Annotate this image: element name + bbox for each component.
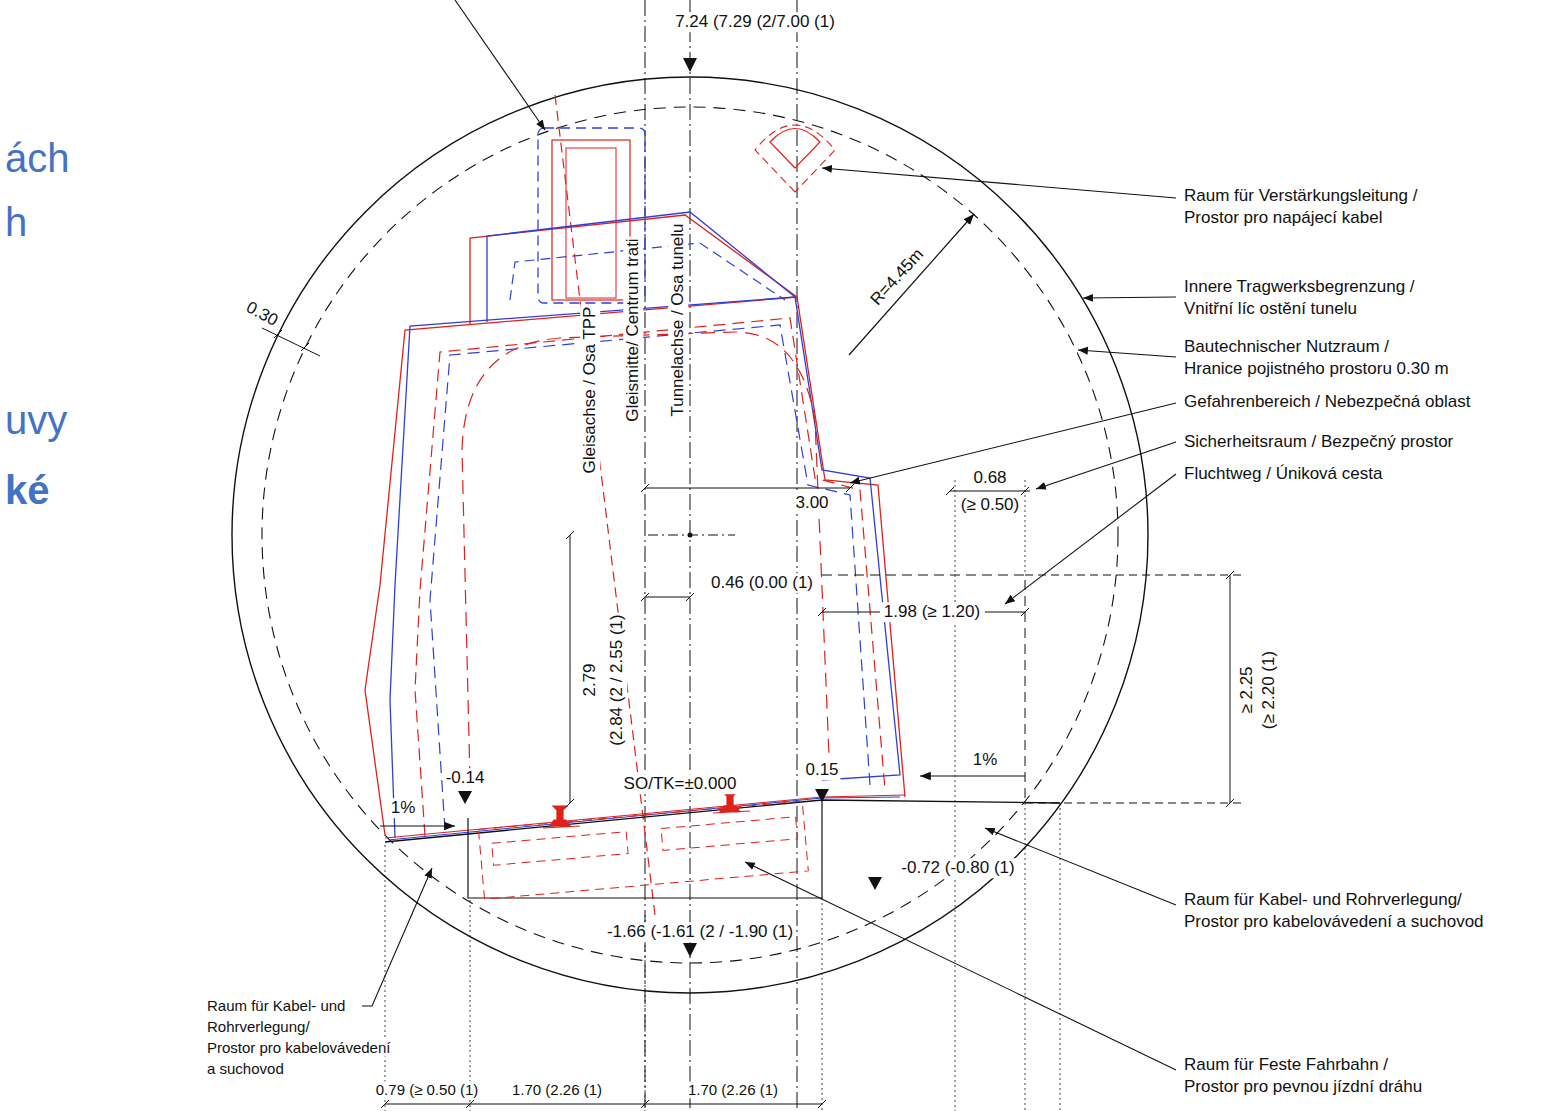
axis-label: Tunnelachse / Osa tunelu: [668, 221, 688, 418]
kinematic-gauge-blue: [390, 297, 900, 838]
dimension-line: [1226, 571, 1234, 807]
heading-fragment: uvy: [3, 397, 69, 443]
pantograph-inner-blue: [510, 243, 785, 300]
dimension-label: ≥ 2.25: [1237, 664, 1257, 715]
dimension-label: R=4.45m: [865, 243, 929, 311]
dimension-label: 0.79 (≥ 0.50 (1): [374, 1081, 480, 1098]
callout-label: Sicherheitsraum / Bezpečný prostor: [1182, 432, 1455, 452]
callout-label: Prostor pro kabelovávedení a suchovod: [1182, 912, 1486, 932]
dimension-label: 1%: [389, 798, 418, 818]
level-marker: [683, 58, 697, 72]
heading-fragment: ké: [3, 467, 52, 513]
dimension-line: [262, 328, 320, 356]
leader-lines: [362, 0, 1176, 1070]
dimension-label: 0.46 (0.00 (1): [709, 573, 815, 593]
dimension-line: [946, 487, 1030, 495]
dimension-label: 3.00: [793, 493, 830, 513]
dimension-label: 1%: [971, 750, 1000, 770]
dimension-label: -0.14: [444, 768, 487, 788]
dimension-label: 0.30: [241, 297, 283, 332]
feeder-cable-space: [770, 129, 820, 169]
dimension-label: (≥ 2.20 (1): [1259, 649, 1279, 731]
leader-line: [1083, 297, 1176, 298]
level-marker: [683, 943, 697, 957]
rail: [543, 806, 580, 828]
reference-gauge-red: [415, 318, 885, 836]
leader-line: [822, 168, 1176, 198]
level-marker: [868, 877, 882, 890]
callout-label: Raum für Kabel- und: [205, 997, 347, 1014]
axis-label: Gleismitte/ Centrum trati: [623, 236, 643, 423]
radius-arrow: [849, 214, 974, 355]
slope-arrow: [920, 775, 1025, 776]
vehicle-outline: [462, 332, 830, 780]
leader-line: [1005, 474, 1176, 604]
callout-label: Vnitřní líc ostění tunelu: [1182, 299, 1359, 319]
heading-fragment: h: [3, 199, 29, 245]
dimension-label: 1.98 (≥ 1.20): [882, 602, 982, 622]
leader-line: [745, 862, 1176, 1070]
leader-line: [1078, 350, 1176, 357]
leader-line: [1036, 442, 1176, 489]
dimension-label: SO/TK=±0.000: [622, 774, 739, 794]
extension-lines: [1025, 575, 1245, 803]
feeder-cable-space-outer: [755, 125, 835, 192]
leader-line: [362, 868, 432, 1006]
callout-label: Innere Tragwerksbegrenzung /: [1182, 277, 1417, 297]
callout-label: Hranice pojistného prostoru 0.30 m: [1182, 359, 1451, 379]
callout-label: Prostor pro kabelovávedení: [205, 1039, 392, 1056]
dimension-line: [641, 484, 854, 492]
dimension-line: [566, 531, 574, 807]
heading-fragment: ách: [3, 135, 72, 181]
reference-gauge-blue: [430, 325, 870, 830]
callout-label: Raum für Feste Fahrbahn /: [1182, 1055, 1390, 1075]
sleeper: [661, 817, 797, 851]
level-marker: [815, 789, 829, 802]
leader-line: [455, 0, 545, 130]
callout-label: Raum für Kabel- und Rohrverlegung/: [1182, 890, 1464, 910]
dimension-label: -1.66 (-1.61 (2 / -1.90 (1): [605, 922, 795, 942]
axis-label: Gleisachse / Osa TPP: [580, 305, 600, 476]
dimension-label: -0.72 (-0.80 (1): [899, 858, 1016, 878]
callout-label: Raum für Verstärkungsleitung /: [1182, 186, 1419, 206]
dimension-label: 0.15: [803, 760, 840, 780]
dimension-label: 1.70 (2.26 (1): [510, 1081, 604, 1098]
rail: [713, 792, 750, 813]
callout-label: Bautechnischer Nutzraum /: [1182, 337, 1391, 357]
callout-label: Prostor pro pevnou jízdní dráhu: [1182, 1077, 1424, 1097]
dimension-lines: [262, 328, 1234, 1108]
floor-line-red: [385, 795, 905, 838]
dotted-extensions: [385, 480, 1060, 1111]
dimension-line: [641, 593, 694, 601]
callout-label: Rohrverlegung/: [205, 1018, 312, 1035]
sleepers: [478, 801, 808, 899]
callout-label: Fluchtweg / Úniková cesta: [1182, 464, 1384, 484]
callout-label: Gefahrenbereich / Nebezpečná oblast: [1182, 392, 1472, 412]
dimension-label: 7.24 (7.29 (2/7.00 (1): [673, 12, 837, 32]
track-bed-outline: [478, 801, 808, 899]
level-marker: [458, 791, 472, 804]
dimension-label: (≥ 0.50): [959, 495, 1021, 515]
level-markers: [458, 58, 882, 957]
dimension-line: [381, 1100, 826, 1108]
dimension-label: 2.79: [580, 661, 600, 698]
slope-arrow: [380, 825, 455, 826]
sleeper: [492, 832, 628, 866]
dimension-label: (2.84 (2 / 2.55 (1): [607, 612, 627, 747]
dimension-label: 0.68: [971, 468, 1008, 488]
escape-path-outline: [822, 575, 1025, 803]
dimension-label: 1.70 (2.26 (1): [686, 1081, 780, 1098]
centre-point: [688, 533, 693, 538]
leader-line: [850, 403, 1176, 483]
callout-label: Prostor pro napájecí kabel: [1182, 208, 1384, 228]
callout-label: a suchovod: [205, 1060, 286, 1077]
